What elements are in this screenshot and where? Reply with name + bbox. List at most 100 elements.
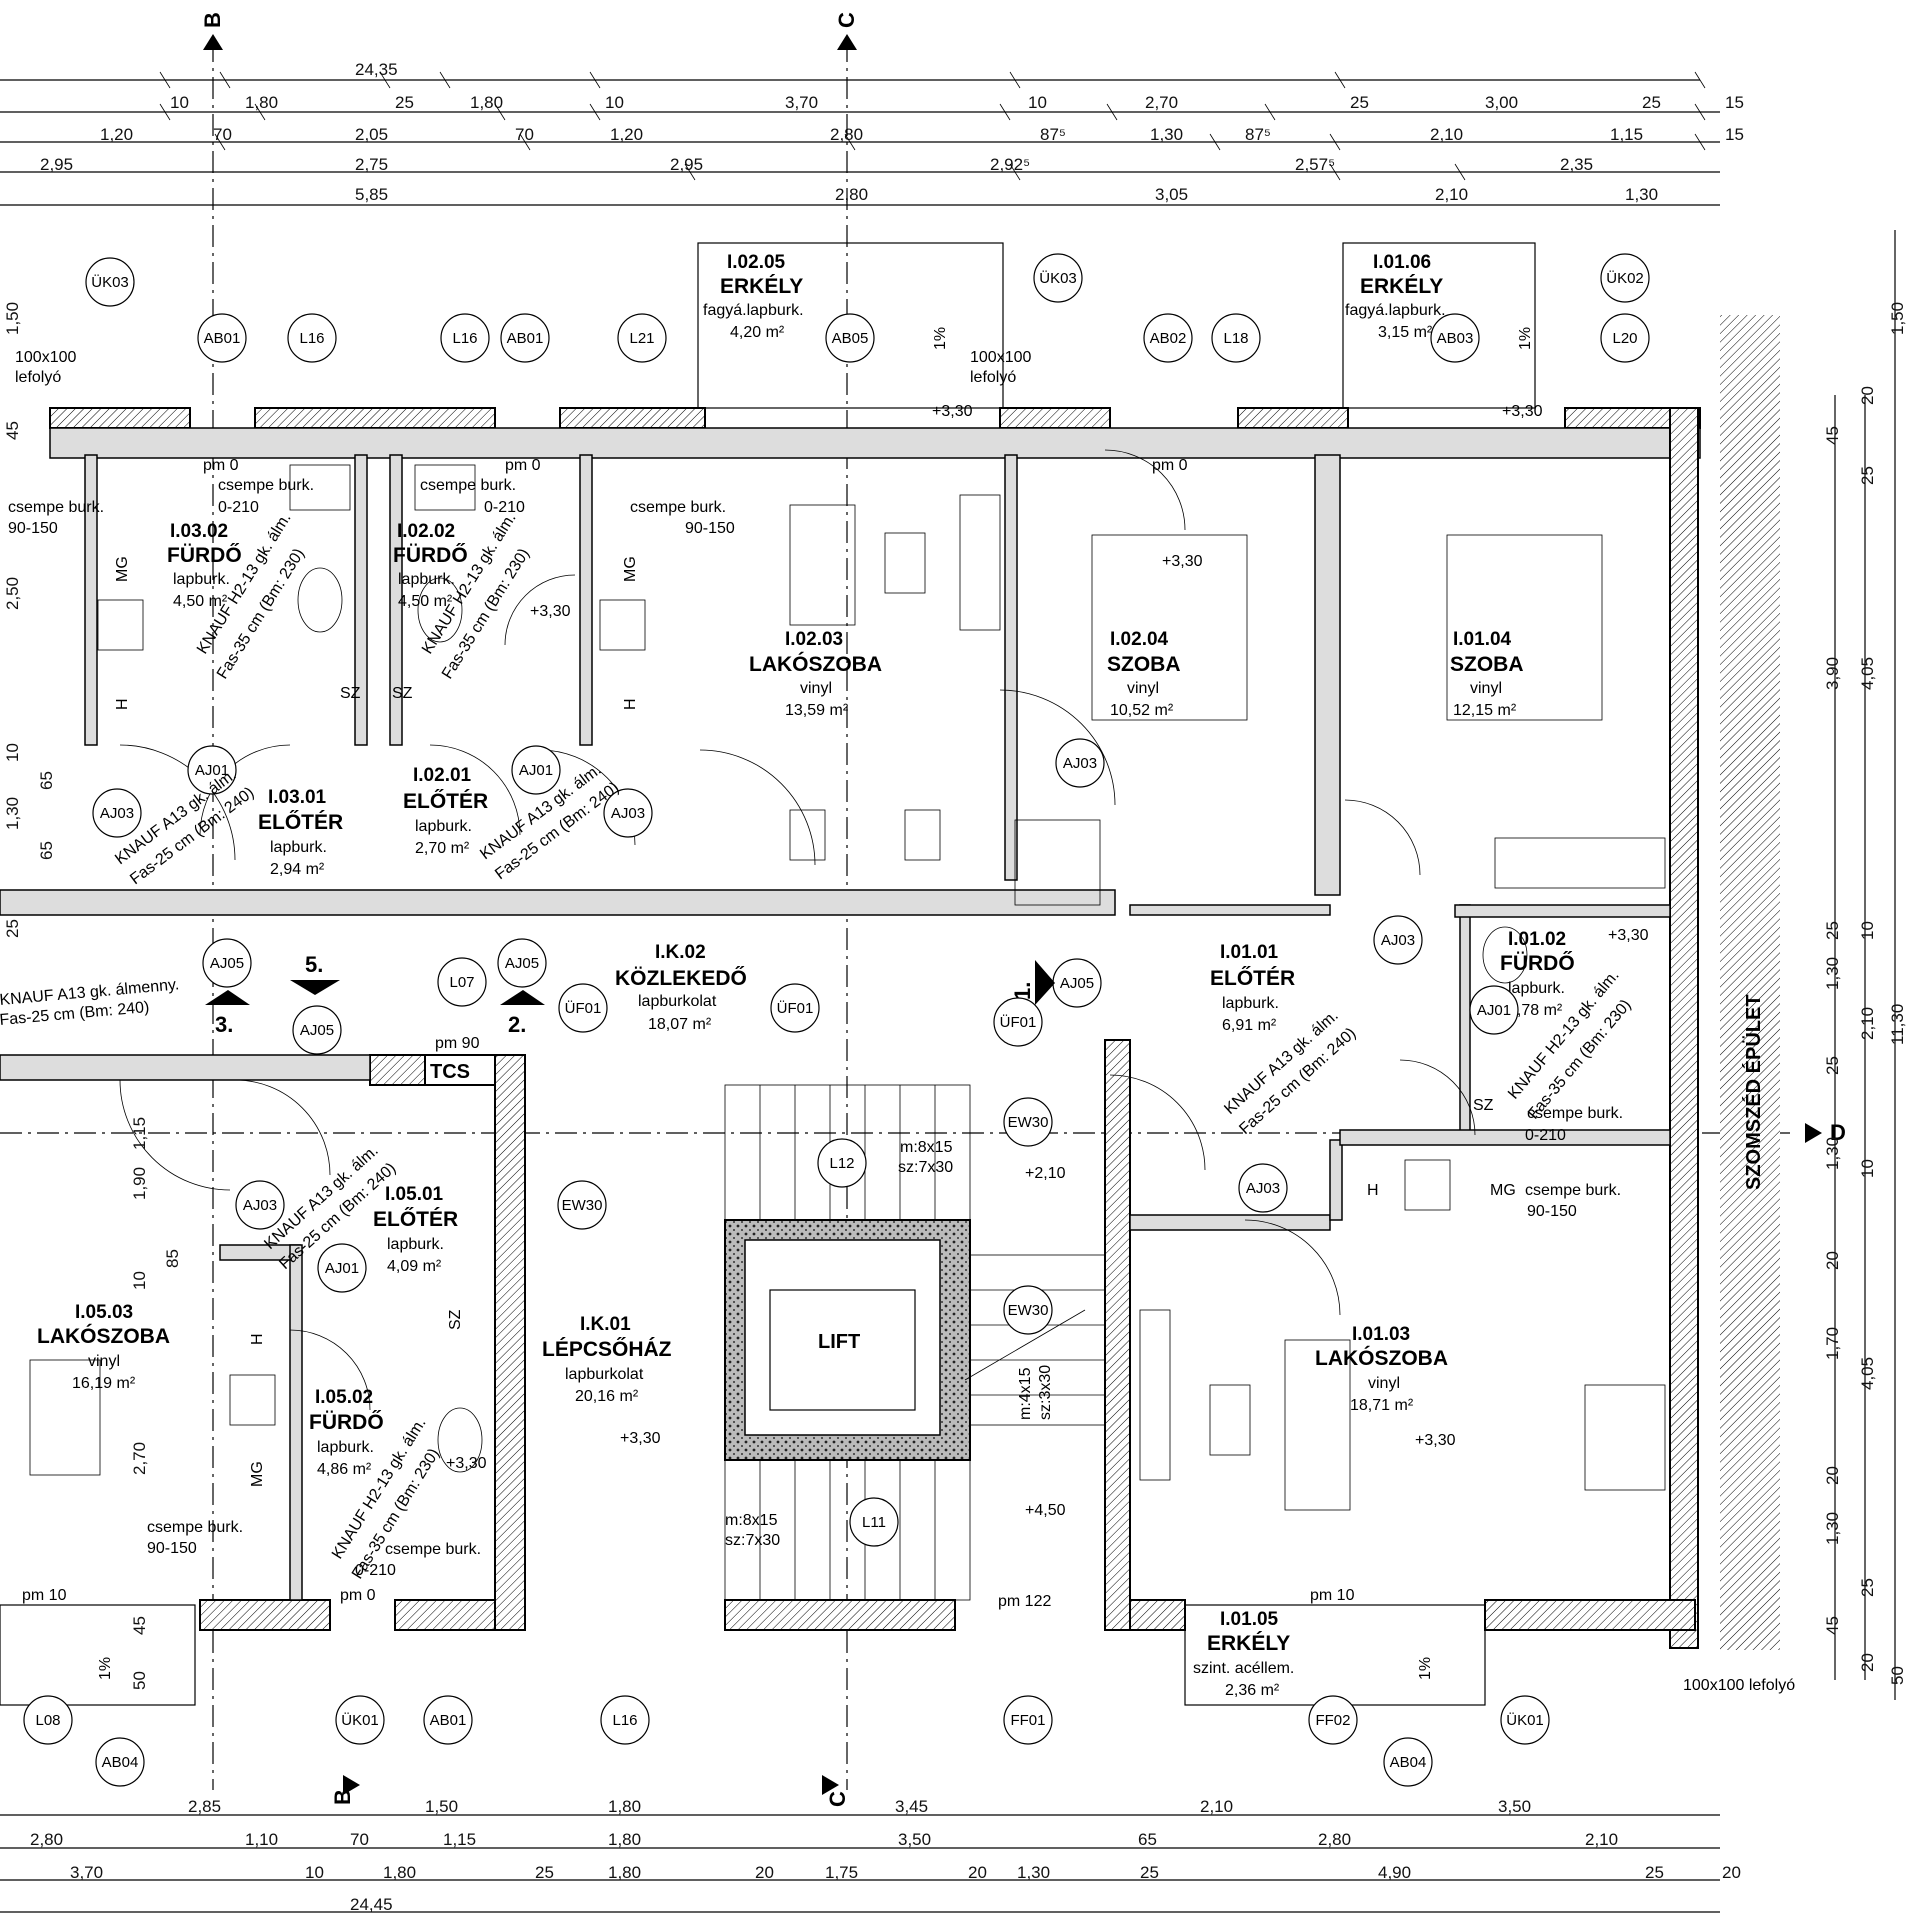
slope-mark: 1% <box>1517 327 1534 350</box>
tag-text: EW30 <box>562 1197 603 1214</box>
room-finish: lapburkolat <box>565 1366 644 1383</box>
tag-text: AB04 <box>102 1754 139 1771</box>
room-area: 18,07 m² <box>648 1016 712 1033</box>
tag-text: AB01 <box>507 330 544 347</box>
stair-note: sz:7x30 <box>725 1532 780 1549</box>
dim: 2,95 <box>40 155 73 174</box>
walls <box>0 315 1780 1650</box>
room-id: I.02.04 <box>1110 629 1169 650</box>
left-dimensions: 1,50 45 2,50 10 1,30 65 65 25 1,15 1,90 … <box>3 302 182 1690</box>
room-finish: lapburk. <box>415 818 472 835</box>
dim: 1,10 <box>245 1830 278 1849</box>
dim: 45 <box>1823 1616 1842 1635</box>
drain-note: lefolyó <box>15 369 61 386</box>
tag-circle <box>1600 313 1650 363</box>
tag-bubble: L18 <box>1211 313 1261 363</box>
room-finish: lapburk. <box>270 839 327 856</box>
room-labels: I.03.02 FÜRDŐ lapburk. 4,50 m² I.02.02 F… <box>37 252 1575 1699</box>
tag-circle <box>500 313 550 363</box>
room-finish: lapburk. <box>173 571 230 588</box>
tag-circle <box>558 983 608 1033</box>
drain-note: 100x100 <box>970 349 1031 366</box>
dim: 2,70 <box>130 1442 149 1475</box>
room-area: 2,70 m² <box>415 840 470 857</box>
tag-bubble: L16 <box>440 313 490 363</box>
tile-note: csempe burk. <box>630 499 726 516</box>
dim: 4,05 <box>1858 657 1877 690</box>
dim: 1,80 <box>608 1797 641 1816</box>
dim: 70 <box>350 1830 369 1849</box>
tag-circle <box>197 313 247 363</box>
dim: 20 <box>755 1863 774 1882</box>
tile-note: 90-150 <box>685 520 735 537</box>
dim: 25 <box>3 919 22 938</box>
tag-circle <box>600 1695 650 1745</box>
section-5-marker: 5. <box>305 952 323 977</box>
drain-note: 100x100 <box>15 349 76 366</box>
dim-overall-top: 24,35 <box>355 60 398 79</box>
slope-mark: 1% <box>932 327 949 350</box>
room-area: 3,15 m² <box>1378 324 1433 341</box>
tag-circle <box>1308 1695 1358 1745</box>
tag-bubble: AJ05 <box>292 1005 342 1055</box>
room-area: 18,71 m² <box>1350 1397 1414 1414</box>
room-area: 2,36 m² <box>1225 1682 1280 1699</box>
tag-text: ÜK03 <box>1039 269 1077 287</box>
room-id: I.02.05 <box>727 252 786 273</box>
room-finish: szint. acéllem. <box>1193 1660 1294 1677</box>
tag-circle <box>1211 313 1261 363</box>
tag-text: AJ05 <box>1060 975 1094 992</box>
tag-circle <box>1373 915 1423 965</box>
room-name: LAKÓSZOBA <box>749 652 882 676</box>
tile-note: csempe burk. <box>8 499 104 516</box>
dim: 45 <box>1823 426 1842 445</box>
dim: 1,80 <box>383 1863 416 1882</box>
tag-text: AJ03 <box>243 1197 277 1214</box>
room-name: ERKÉLY <box>720 275 803 298</box>
dim: 85 <box>163 1249 182 1268</box>
tile-note: 0-210 <box>484 499 525 516</box>
tag-text: AJ01 <box>519 762 553 779</box>
dim: 20 <box>1823 1466 1842 1485</box>
dim: 10 <box>1028 93 1047 112</box>
dim: 15 <box>1725 93 1744 112</box>
dim: 87⁵ <box>1040 125 1066 144</box>
tag-text: L16 <box>452 330 477 347</box>
room-id: I.01.01 <box>1220 942 1279 963</box>
tag-text: AB01 <box>204 330 241 347</box>
dim: 1,70 <box>1823 1327 1842 1360</box>
dim: 3,70 <box>785 93 818 112</box>
level-mark: +3,30 <box>1415 1432 1456 1449</box>
tag-text: ÜK02 <box>1606 269 1644 287</box>
tile-note: csempe burk. <box>147 1519 243 1536</box>
room-finish: lapburk. <box>387 1236 444 1253</box>
room-ik02: I.K.02 KÖZLEKEDŐ lapburkolat 18,07 m² <box>615 942 747 1033</box>
dim: 25 <box>1823 1056 1842 1075</box>
room-id: I.K.01 <box>580 1314 631 1335</box>
dim: 3,00 <box>1485 93 1518 112</box>
level-mark: +3,30 <box>1162 553 1203 570</box>
dim: 2,80 <box>835 185 868 204</box>
top-dimensions: 24,35 10 1,80 25 1,80 10 3,70 10 2,70 25… <box>0 60 1744 206</box>
dim: 2,10 <box>1858 1007 1877 1040</box>
level-mark: +3,30 <box>530 603 571 620</box>
tag-circle <box>1033 253 1083 303</box>
sz-mark: SZ <box>1473 1097 1494 1114</box>
tag-circle <box>1430 313 1480 363</box>
tag-circle <box>1383 1737 1433 1787</box>
tag-bubble: L11 <box>849 1497 899 1547</box>
room-i0203: I.02.03 LAKÓSZOBA vinyl 13,59 m² <box>749 629 882 719</box>
pm-mark: pm 90 <box>435 1035 480 1052</box>
room-name: LAKÓSZOBA <box>1315 1346 1448 1370</box>
dim: 20 <box>1722 1863 1741 1882</box>
room-name: ELŐTÉR <box>258 811 343 834</box>
room-area: 2,94 m² <box>270 861 325 878</box>
dim: 1,30 <box>1823 957 1842 990</box>
room-finish: fagyá.lapburk. <box>703 302 804 319</box>
room-i0104: I.01.04 SZOBA vinyl 12,15 m² <box>1450 629 1524 719</box>
room-finish: fagyá.lapburk. <box>1345 302 1446 319</box>
room-name: FÜRDŐ <box>1500 952 1575 975</box>
dim: 2,80 <box>30 1830 63 1849</box>
dim: 45 <box>130 1616 149 1635</box>
room-i0501: I.05.01 ELŐTÉR lapburk. 4,09 m² <box>373 1184 458 1275</box>
